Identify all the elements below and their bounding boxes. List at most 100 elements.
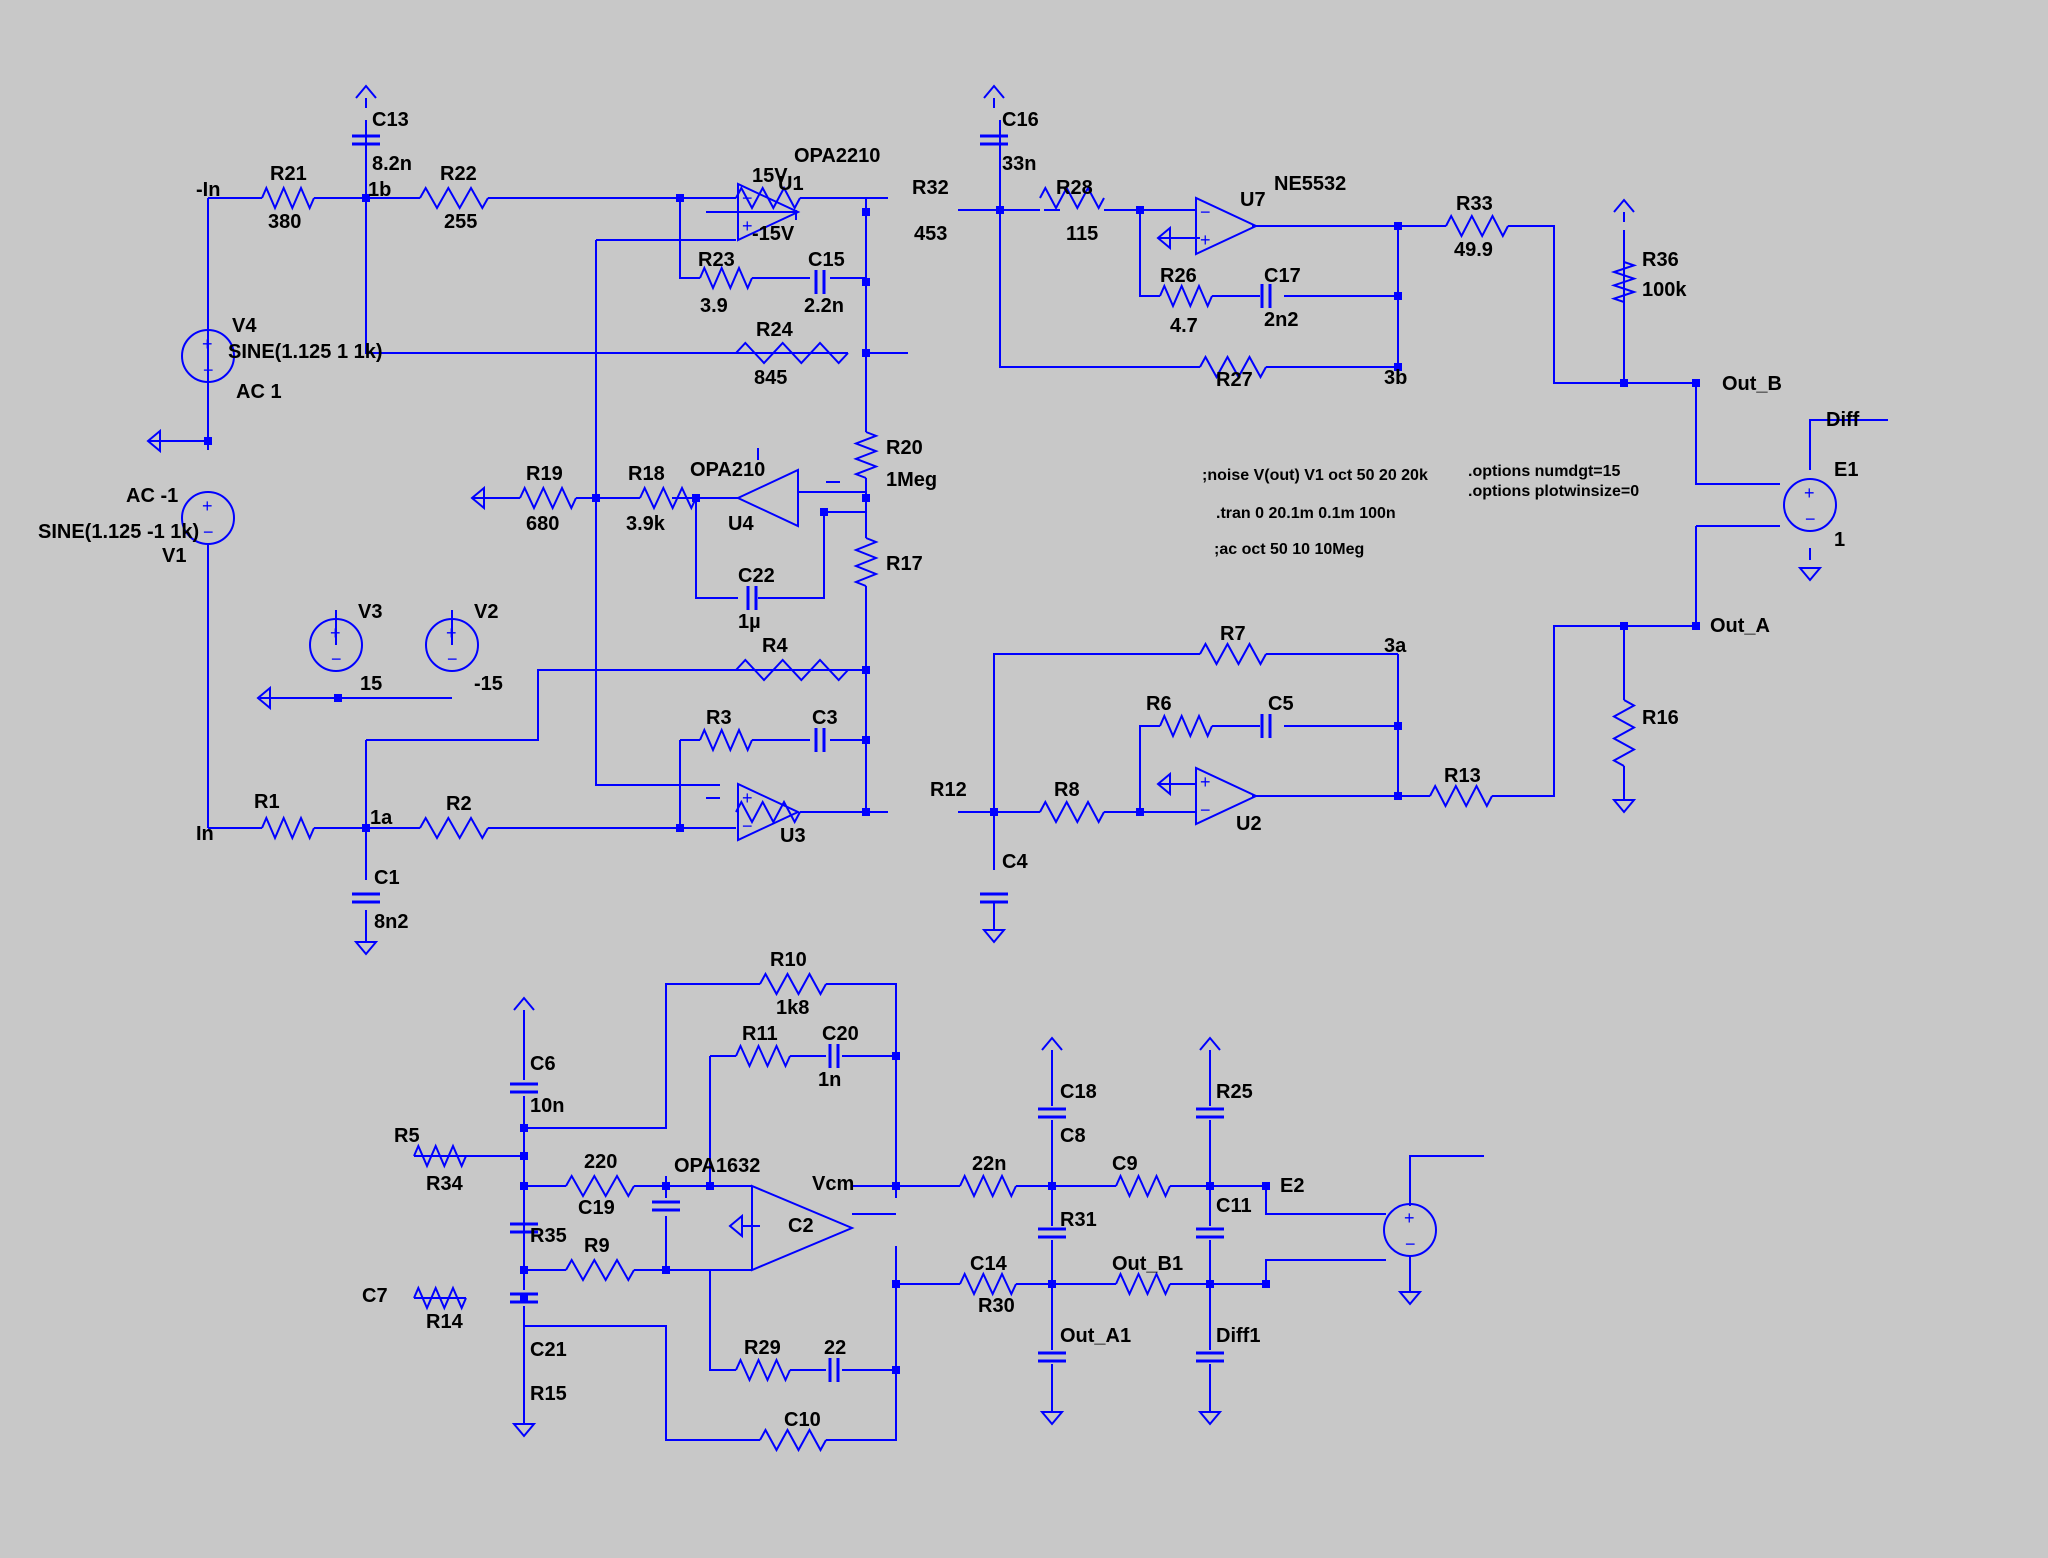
schematic-label: R25 [1216,1081,1253,1103]
schematic-label: C20 [822,1023,859,1045]
junction-dot [862,808,870,816]
junction-dot [520,1182,528,1190]
capacitor-symbol [1260,714,1272,738]
schematic-label: C11 [1216,1195,1252,1217]
schematic-label: 4.7 [1170,315,1198,337]
junction-dot [1692,379,1700,387]
voltage-source-symbol [181,491,235,545]
source-sign: − [203,522,214,542]
schematic-label: 1b [368,179,391,201]
junction-dot [520,1124,528,1132]
schematic-label: AC -1 [126,485,178,507]
schematic-label: V2 [474,601,498,623]
resistor-symbol [1445,213,1509,239]
schematic-label: R2 [446,793,472,815]
resistor-symbol [735,1043,791,1069]
schematic-label: R29 [744,1337,781,1359]
schematic-label: R32 [912,177,949,199]
schematic-label: R16 [1642,707,1679,729]
opamp-symbol [737,182,801,242]
ground-icon [1039,1411,1065,1426]
schematic-label: Out_B [1722,373,1782,395]
resistor-symbol [639,485,697,511]
opamp-pin-sign: + [742,216,753,236]
capacitor-symbol [746,586,758,610]
schematic-label: 2.2n [804,295,844,317]
junction-dot [990,808,998,816]
schematic-label: 100k [1642,279,1687,301]
schematic-label: R36 [1642,249,1679,271]
schematic-label: 3a [1384,635,1407,657]
schematic-label: 220 [584,1151,617,1173]
source-sign: + [202,334,213,354]
resistor-symbol [699,265,753,291]
junction-dot [1048,1182,1056,1190]
junction-dot [1394,222,1402,230]
schematic-label: R30 [978,1295,1015,1317]
resistor-symbol [1611,699,1637,767]
junction-dot [862,494,870,502]
schematic-label: R33 [1456,193,1493,215]
schematic-label: Diff [1826,409,1860,431]
schematic-label: R35 [530,1225,567,1247]
capacitor-symbol [1038,1227,1066,1239]
ground-icon [1197,1411,1223,1426]
source-sign: − [1805,509,1816,529]
ground-icon [728,1213,743,1239]
capacitor-symbol [1196,1351,1224,1363]
junction-dot [1206,1280,1214,1288]
resistor-symbol [565,1257,635,1283]
resistor-symbol [959,1173,1017,1199]
opamp-pin-sign: + [742,788,753,808]
resistor-symbol [853,537,879,587]
schematic-label: R7 [1220,623,1246,645]
resistor-symbol [759,971,827,997]
junction-dot [1262,1280,1270,1288]
schematic-label: Out_A [1710,615,1770,637]
ground-icon [1156,771,1171,797]
junction-dot [662,1266,670,1274]
opamp-symbol [735,468,799,528]
schematic-label: R17 [886,553,923,575]
junction-dot [892,1182,900,1190]
schematic-label: NE5532 [1274,173,1346,195]
opamp-pin-sign: − [1200,202,1211,222]
capacitor-symbol [814,728,826,752]
schematic-label: 3.9 [700,295,728,317]
voltage-source-symbol [181,329,235,383]
junction-dot [862,208,870,216]
schematic-label: 1k8 [776,997,809,1019]
schematic-label: OPA210 [690,459,765,481]
schematic-label: 3b [1384,367,1407,389]
junction-dot [676,824,684,832]
junction-dot [1692,622,1700,630]
schematic-label: C5 [1268,693,1294,715]
schematic-label: R8 [1054,779,1080,801]
opamp-symbol [737,782,801,842]
schematic-label: C17 [1264,265,1301,287]
schematic-label: OPA1632 [674,1155,760,1177]
source-sign: − [331,649,342,669]
capacitor-symbol [980,892,1008,904]
schematic-label: C2 [788,1215,814,1237]
junction-dot [592,494,600,502]
schematic-label: U7 [1240,189,1266,211]
schematic-label: C14 [970,1253,1008,1275]
resistor-symbol [1199,641,1267,667]
resistor-symbol [1039,185,1105,211]
schematic-label: 1Meg [886,469,937,491]
resistor-symbol [759,1427,827,1453]
supply-arrow-icon [1199,1036,1221,1060]
schematic-label: R31 [1060,1209,1097,1231]
ground-icon [1797,567,1823,582]
schematic-label: R20 [886,437,923,459]
capacitor-symbol [1196,1107,1224,1119]
schematic-label: R12 [930,779,967,801]
spice-directive: .tran 0 20.1m 0.1m 100n [1216,505,1396,522]
schematic-label: R3 [706,707,732,729]
junction-dot [862,278,870,286]
source-sign: − [203,360,214,380]
ground-icon [981,929,1007,944]
junction-dot [1206,1182,1214,1190]
capacitor-symbol [510,1082,538,1094]
